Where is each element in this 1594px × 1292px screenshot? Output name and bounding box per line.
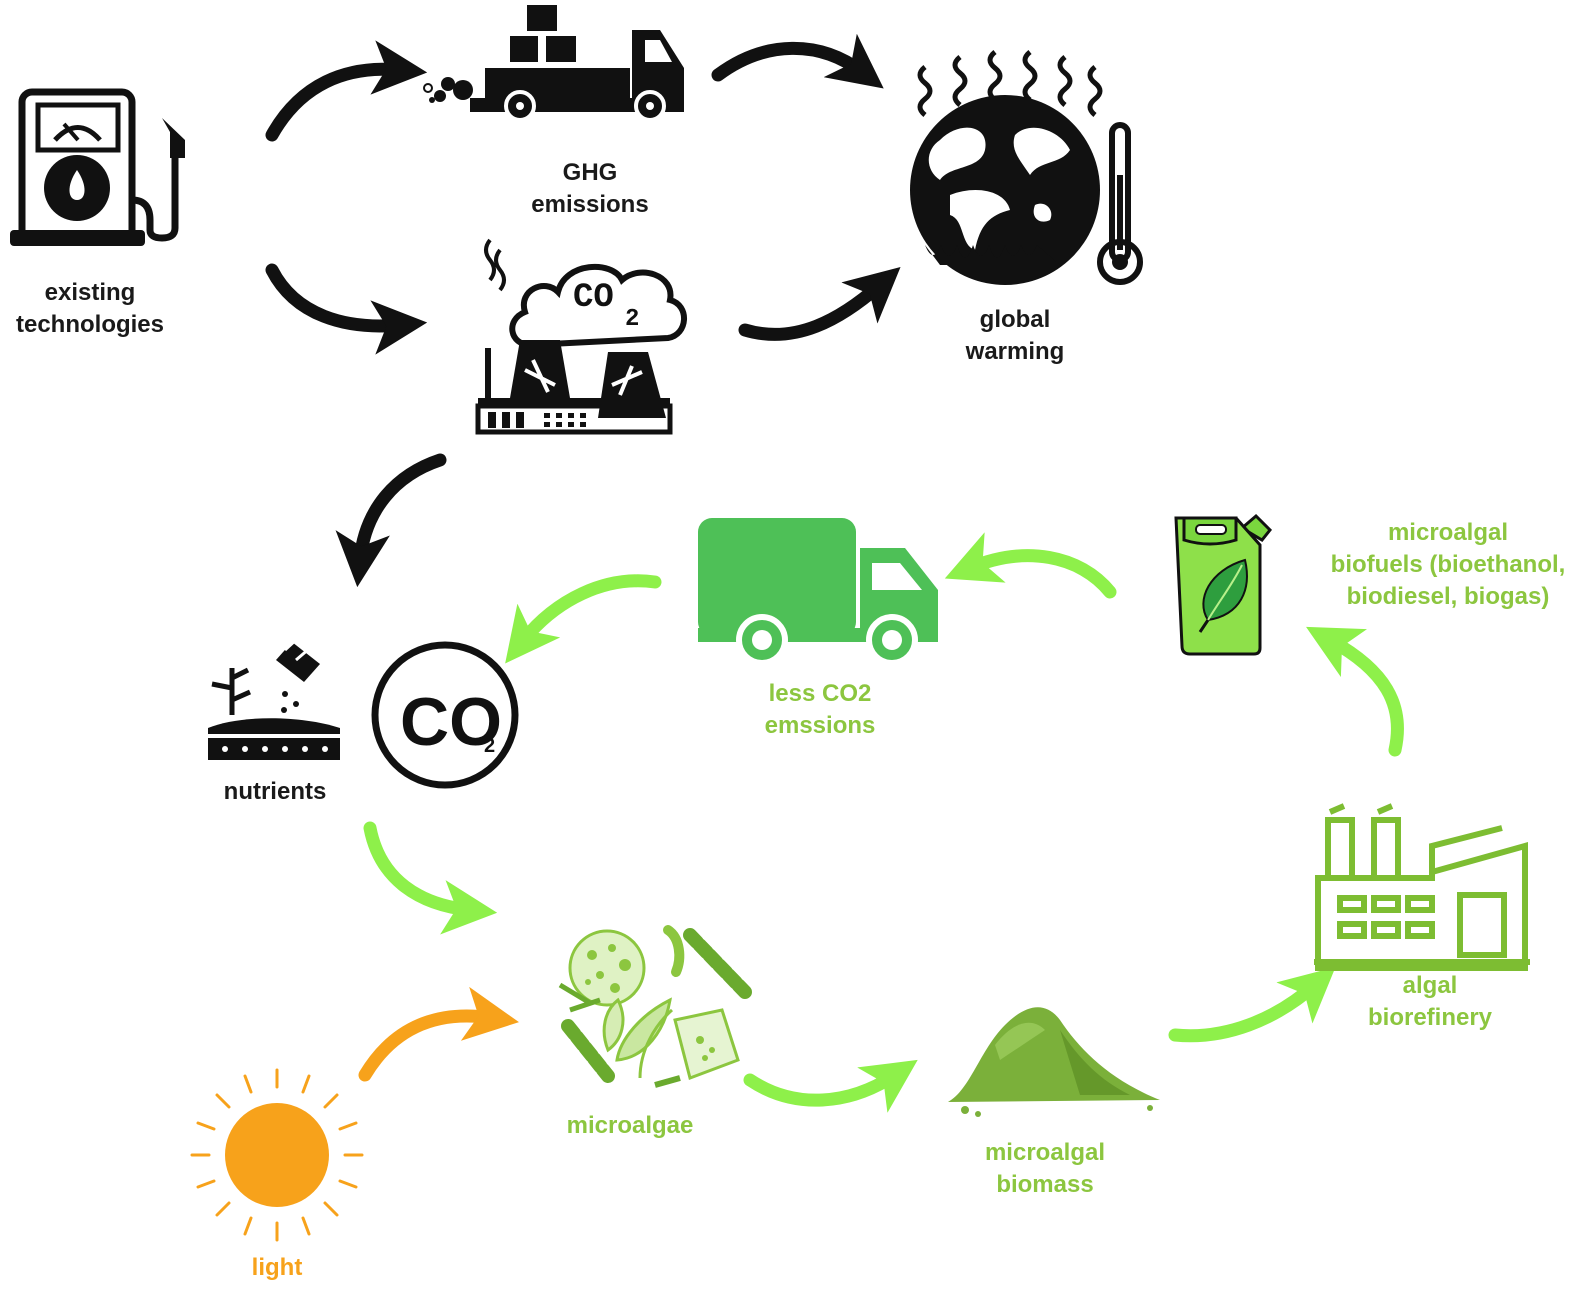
co2-circle-text: CO [400, 684, 502, 760]
sun-icon [190, 1068, 364, 1242]
arrow-factory-to-earth [738, 267, 901, 341]
arrow-microalgae-to-biomass [743, 1059, 918, 1113]
arrows [265, 33, 1404, 1113]
co2-circle-icon: CO 2 [371, 641, 519, 789]
arrow-truck-to-earth [711, 33, 884, 89]
biomass-pile-icon [948, 1007, 1160, 1117]
hot-earth-thermometer-icon [910, 50, 1143, 285]
soil-fertilizer-icon [208, 636, 340, 760]
label-nutrients: nutrients [223, 778, 327, 805]
label-microalgal-biomass: microalgal biomass [984, 1139, 1106, 1198]
label-less-co2-emissions: less CO2 emssions [764, 680, 876, 739]
arrow-nutrients-to-microalgae [363, 821, 498, 935]
co2-circle-subscript: 2 [484, 735, 495, 757]
biorefinery-icon [1314, 803, 1530, 971]
arrow-pump-to-factory [265, 263, 428, 355]
arrow-factory-to-nutrients [335, 453, 447, 588]
biofuel-jerrycan-icon [1174, 513, 1273, 656]
delivery-truck-icon [423, 5, 684, 122]
green-truck-icon [698, 518, 938, 666]
microalgae-cells-icon [558, 925, 752, 1088]
arrow-pump-to-truck [265, 40, 428, 142]
label-microalgal-biofuels: microalgal biofuels (bioethanol, biodies… [1330, 519, 1566, 610]
label-existing-technologies: existing technologies [15, 279, 165, 338]
label-microalgae: microalgae [566, 1112, 694, 1139]
label-global-warming: global warming [965, 306, 1065, 365]
fuel-pump-icon [10, 88, 185, 246]
arrow-truck-to-co2 [505, 574, 662, 664]
label-light: light [251, 1254, 303, 1281]
arrow-can-to-truck [944, 532, 1117, 599]
arrow-biorefinery-to-can [1306, 626, 1404, 757]
co2-cloud-subscript: 2 [625, 306, 639, 333]
label-algal-biorefinery: algal biorefinery [1367, 972, 1493, 1031]
arrow-biomass-to-biorefinery [1168, 967, 1336, 1043]
label-ghg-emissions: GHG emissions [531, 159, 649, 218]
arrow-light-to-microalgae [358, 986, 519, 1082]
factory-co2-icon: CO 2 [475, 238, 687, 435]
co2-cloud-text: CO [573, 279, 614, 317]
